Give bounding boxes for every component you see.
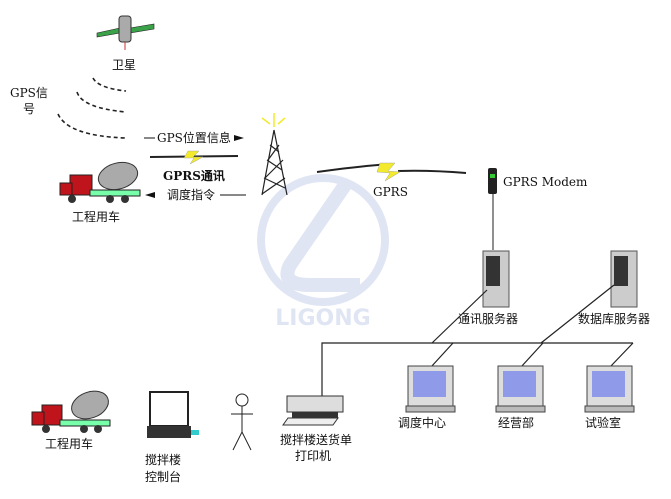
gprs-link-label: GPRS [373,185,408,199]
console-label-1: 搅拌楼 [145,452,181,467]
gprs-comm-label: GPRS通讯 [163,168,225,183]
computer-label-business: 经营部 [498,415,534,430]
mixer-truck-icon [59,161,141,203]
computer-icon-dispatch [405,365,456,413]
network-bus [321,284,634,410]
comm-server-icon [482,250,510,308]
gps-signal-waves [57,77,127,139]
gps-position-info-label: GPS位置信息 [157,130,231,145]
printer-label-2: 打印机 [295,449,331,463]
gps-signal-label: GPS信 [10,86,48,100]
gprs-bolt-icon-right [316,162,467,182]
arrow-left-icon [145,192,155,198]
gps-signal-label-2: 号 [23,102,35,116]
dispatch-command-label: 调度指令 [167,187,215,202]
mixer-truck-icon-bottom [31,390,111,433]
computer-label-lab: 试验室 [585,415,621,430]
console-label-2: 控制台 [145,469,181,484]
truck-label-top: 工程用车 [72,209,120,224]
computer-label-dispatch: 调度中心 [398,415,446,430]
ligong-watermark: LIGONG [257,174,389,331]
gprs-bolt-icon [149,150,239,165]
mixing-console-icon [147,391,199,438]
arrow-right-icon [234,135,244,141]
server-label-db: 数据库服务器 [578,311,650,326]
satellite-label: 卫星 [112,58,136,72]
operator-person-icon [231,393,253,451]
modem-label: GPRS Modem [503,175,588,189]
printer-label-1: 搅拌楼送货单 [280,432,352,447]
computer-icon-lab [584,365,635,413]
server-label-comm: 通讯服务器 [458,311,518,326]
cell-tower-icon [261,113,288,196]
truck-label-bottom: 工程用车 [45,436,93,451]
computer-icon-business [495,365,546,413]
satellite-icon [96,15,155,50]
printer-icon [282,395,344,426]
database-server-icon [610,250,638,308]
watermark-text: LIGONG [275,306,370,331]
gprs-modem-icon [488,168,497,194]
